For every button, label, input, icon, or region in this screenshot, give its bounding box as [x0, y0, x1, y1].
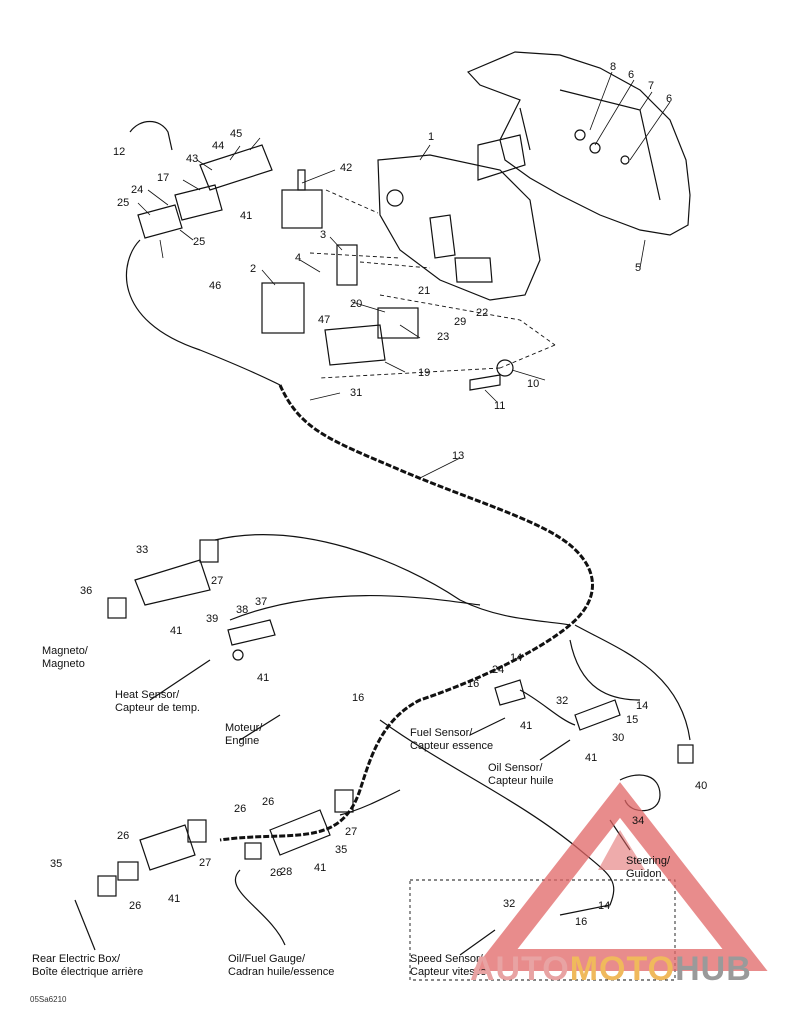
- part-number: 24: [492, 664, 505, 676]
- part-number: 29: [454, 316, 467, 328]
- part-number: 45: [230, 128, 243, 140]
- part-number: 15: [626, 714, 639, 726]
- part-number: 41: [170, 625, 183, 637]
- callout-rear-electric-box: Rear Electric Box/Boîte électrique arriè…: [32, 953, 144, 978]
- part-number: 27: [345, 826, 358, 838]
- part-number: 3: [320, 229, 327, 241]
- part-number: 32: [556, 695, 569, 707]
- callout-oil-fuel-gauge: Oil/Fuel Gauge/Cadran huile/essence: [228, 953, 335, 978]
- part-number: 20: [350, 298, 363, 310]
- part-number: 19: [418, 367, 431, 379]
- part-number: 40: [695, 780, 708, 792]
- part-number: 6: [628, 69, 635, 81]
- part-number: 13: [452, 450, 465, 462]
- part-number: 26: [270, 867, 283, 879]
- part-number: 25: [117, 197, 130, 209]
- part-number: 14: [636, 700, 649, 712]
- callout-heat-sensor: Heat Sensor/Capteur de temp.: [115, 689, 200, 714]
- callout-speed-sensor: Speed Sensor/Capteur vitesse: [410, 953, 487, 978]
- part-number: 5: [635, 262, 642, 274]
- bracket-5: [466, 51, 691, 236]
- part-number: 22: [476, 307, 489, 319]
- part-number: 41: [520, 720, 533, 732]
- callout-steering: Steering/Guidon: [626, 855, 671, 880]
- part-number: 36: [80, 585, 93, 597]
- part-number: 16: [575, 916, 588, 928]
- part-number: 41: [257, 672, 270, 684]
- cluster-1: [377, 154, 541, 301]
- part-number: 26: [117, 830, 130, 842]
- part-number: 27: [211, 575, 224, 587]
- callout-fuel-sensor: Fuel Sensor/Capteur essence: [410, 727, 494, 752]
- part-number: 41: [240, 210, 253, 222]
- part-number: 10: [527, 378, 540, 390]
- part-number: 28: [280, 866, 293, 878]
- part-number: 4: [295, 252, 302, 264]
- part-number: 43: [186, 153, 199, 165]
- part-number: 27: [199, 857, 212, 869]
- part-number: 12: [113, 146, 126, 158]
- part-number: 8: [610, 61, 617, 73]
- part-number: 31: [350, 387, 363, 399]
- part-number: 30: [612, 732, 625, 744]
- part-number: 41: [168, 893, 181, 905]
- callout-engine: Moteur/Engine: [225, 722, 263, 747]
- part-number: 1: [428, 131, 435, 143]
- part-number: 2: [250, 263, 257, 275]
- part-number: 33: [136, 544, 149, 556]
- part-number: 26: [234, 803, 247, 815]
- part-number: 26: [262, 796, 275, 808]
- part-number: 6: [666, 93, 673, 105]
- part-number: 38: [236, 604, 249, 616]
- part-number: 23: [437, 331, 450, 343]
- part-number: 26: [129, 900, 142, 912]
- part-number: 41: [314, 862, 327, 874]
- part-number: 24: [131, 184, 144, 196]
- part-number: 14: [598, 900, 611, 912]
- part-number: 14: [510, 652, 523, 664]
- part-number: 21: [418, 285, 431, 297]
- part-number: 39: [206, 613, 219, 625]
- part-number: 44: [212, 140, 225, 152]
- part-number: 11: [494, 400, 506, 412]
- part-number: 46: [209, 280, 222, 292]
- part-number: 32: [503, 898, 516, 910]
- part-number: 16: [352, 692, 365, 704]
- part-number: 16: [467, 678, 480, 690]
- part-number: 47: [318, 314, 331, 326]
- part-number: 25: [193, 236, 206, 248]
- callout-magneto: Magneto/Magneto: [42, 645, 88, 670]
- part-number: 35: [335, 844, 348, 856]
- figure-reference: 05Sa6210: [30, 995, 67, 1004]
- part-number: 17: [157, 172, 170, 184]
- part-number: 34: [632, 815, 645, 827]
- part-number: 42: [340, 162, 353, 174]
- watermark-triangle: [472, 782, 768, 971]
- callout-oil-sensor: Oil Sensor/Capteur huile: [488, 762, 554, 787]
- part-number: 41: [585, 752, 598, 764]
- part-number: 35: [50, 858, 63, 870]
- part-number: 7: [648, 80, 655, 92]
- watermark-logo-text: AUTOMOTOHUB: [470, 950, 752, 988]
- part-number: 37: [255, 596, 268, 608]
